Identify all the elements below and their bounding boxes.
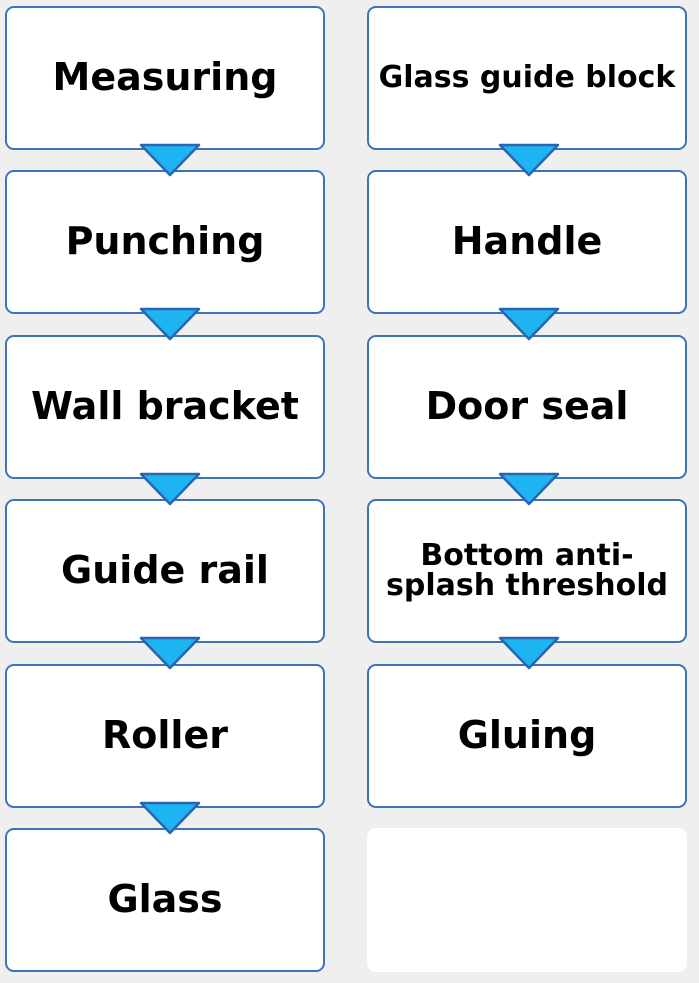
- right-process-column: Glass guide block Handle Door seal Botto…: [367, 0, 691, 983]
- down-arrow-icon: [498, 143, 560, 177]
- down-arrow-icon: [139, 472, 201, 506]
- step-measuring: Measuring: [5, 6, 325, 150]
- step-wall-bracket: Wall bracket: [5, 335, 325, 479]
- left-process-column: Measuring Punching Wall bracket Guide ra…: [5, 0, 329, 983]
- step-door-seal: Door seal: [367, 335, 687, 479]
- down-arrow-icon: [139, 143, 201, 177]
- step-glass: Glass: [5, 828, 325, 972]
- step-handle: Handle: [367, 170, 687, 314]
- step-glass-guide-block: Glass guide block: [367, 6, 687, 150]
- step-guide-rail: Guide rail: [5, 499, 325, 643]
- down-arrow-icon: [139, 636, 201, 670]
- step-bottom-anti-splash-threshold: Bottom anti-splash threshold: [367, 499, 687, 643]
- step-punching: Punching: [5, 170, 325, 314]
- down-arrow-icon: [139, 801, 201, 835]
- step-gluing: Gluing: [367, 664, 687, 808]
- empty-step-box: [367, 828, 687, 972]
- down-arrow-icon: [139, 307, 201, 341]
- down-arrow-icon: [498, 307, 560, 341]
- down-arrow-icon: [498, 472, 560, 506]
- step-roller: Roller: [5, 664, 325, 808]
- down-arrow-icon: [498, 636, 560, 670]
